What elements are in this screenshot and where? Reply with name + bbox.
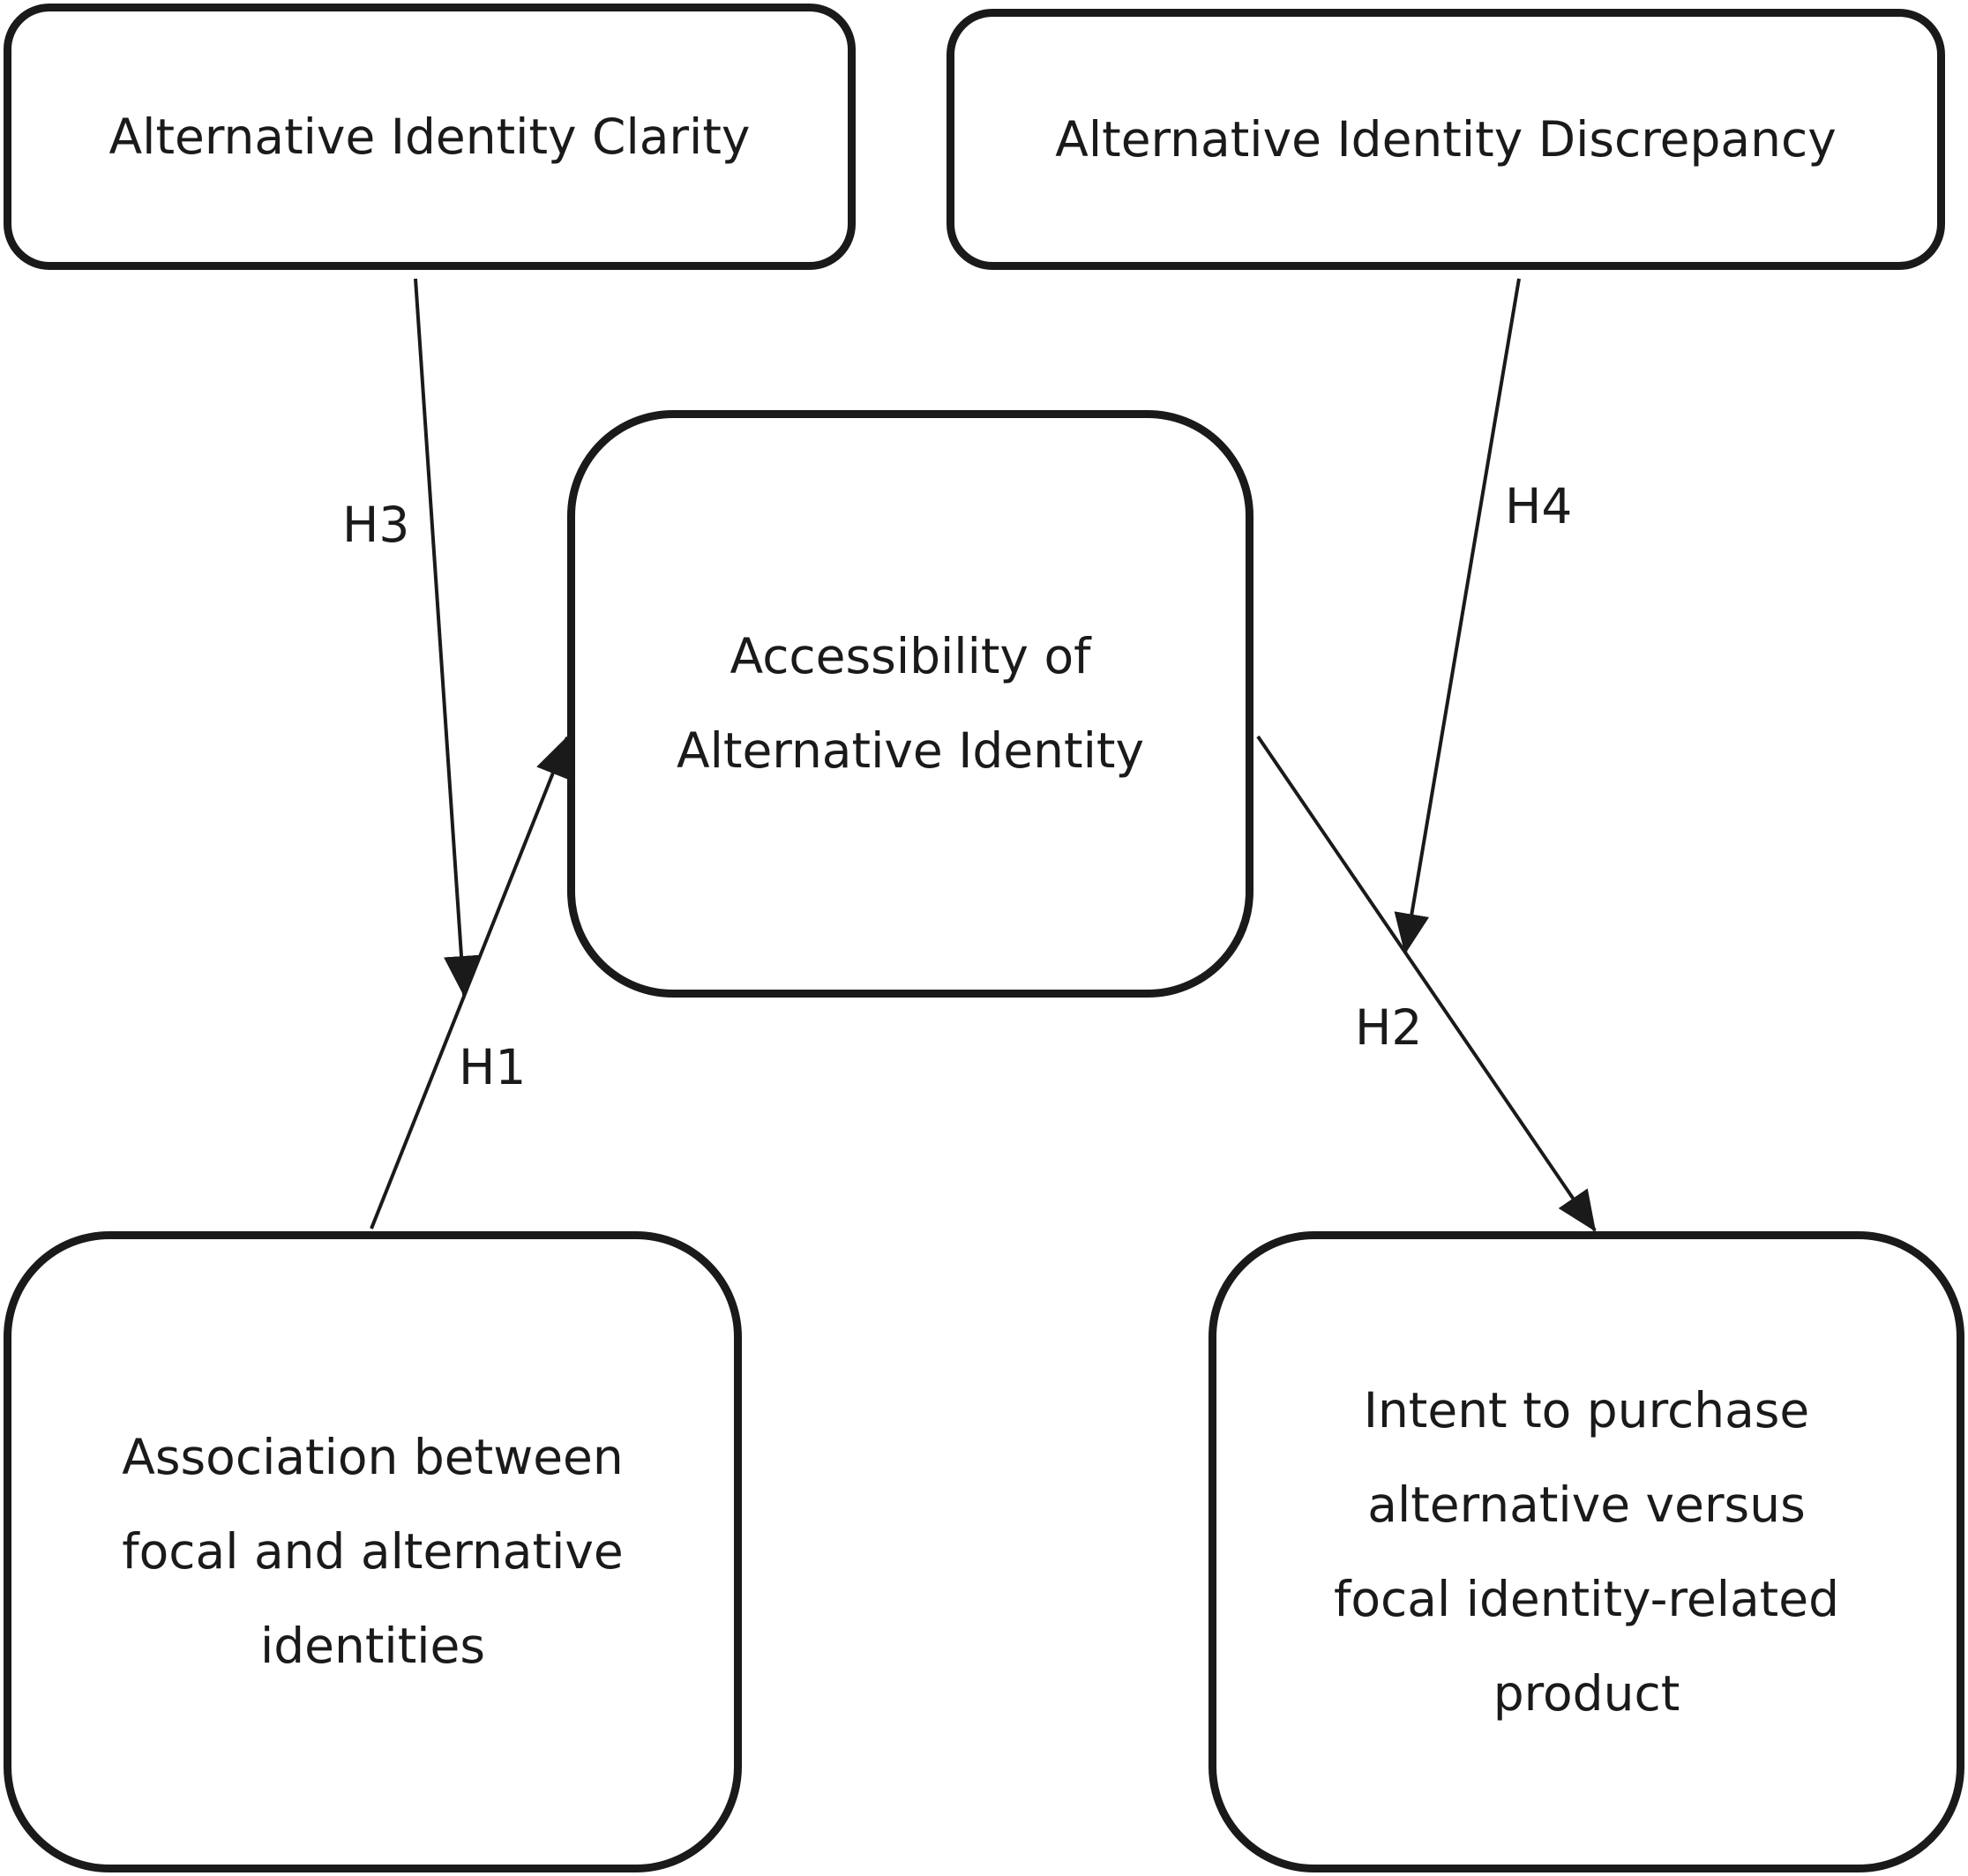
arrow-h2 [1256,735,1597,1232]
arrow-h3 [414,278,479,997]
hypothesis-label-h1: H1 [459,1039,527,1095]
hypothesis-label-h2: H2 [1355,999,1423,1056]
node-label-discrepancy: Alternative Identity Discrepancy [1055,110,1837,168]
node-association-between-identities: Association between focal and alternativ… [4,1231,742,1872]
hypothesis-label-h3: H3 [342,497,410,553]
node-intent-to-purchase: Intent to purchase alternative versus fo… [1208,1231,1964,1872]
node-label-accessibility: Accessibility of Alternative Identity [676,628,1145,779]
node-label-intent: Intent to purchase alternative versus fo… [1334,1381,1839,1722]
node-accessibility-of-alternative-identity: Accessibility of Alternative Identity [567,410,1253,998]
node-label-clarity: Alternative Identity Clarity [109,108,751,165]
node-label-association: Association between focal and alternativ… [122,1429,624,1674]
node-alternative-identity-clarity: Alternative Identity Clarity [4,4,856,270]
arrow-h1 [370,736,570,1229]
node-alternative-identity-discrepancy: Alternative Identity Discrepancy [947,9,1945,270]
hypothesis-label-h4: H4 [1505,478,1573,534]
arrow-h4 [1394,278,1521,954]
